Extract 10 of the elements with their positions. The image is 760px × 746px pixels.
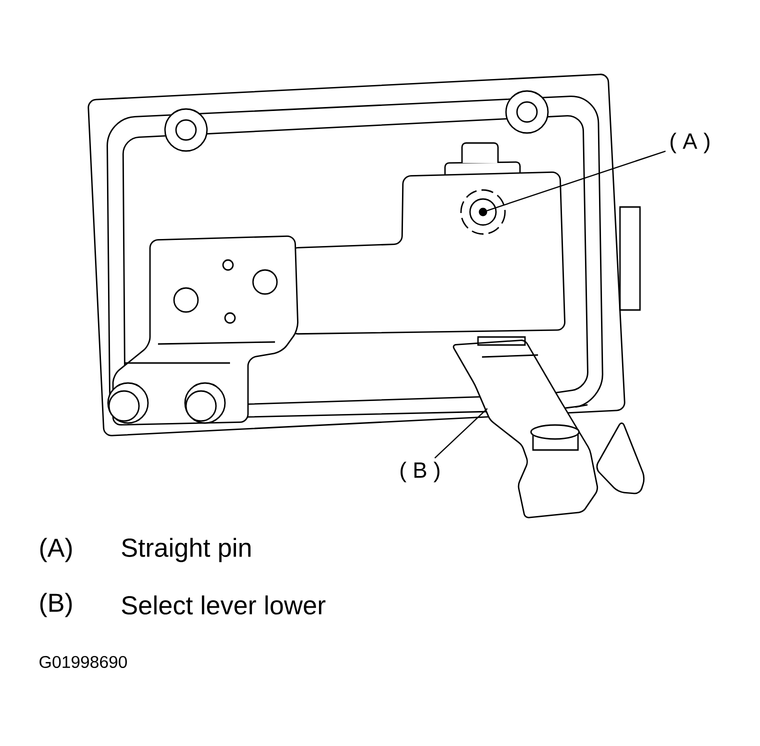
- legend-text: Select lever lower: [122, 595, 326, 615]
- figure-code: G01998690: [40, 656, 127, 668]
- callout-letter: (A): [40, 538, 72, 562]
- legend-text: Straight pin: [122, 538, 250, 562]
- lever-drawing: [452, 336, 645, 518]
- leader-line: [434, 408, 488, 458]
- callout-label: ( B ): [400, 462, 440, 482]
- callout-label: ( A ): [670, 132, 710, 154]
- pin-head: [478, 208, 488, 216]
- callout-letter: (B): [40, 592, 72, 618]
